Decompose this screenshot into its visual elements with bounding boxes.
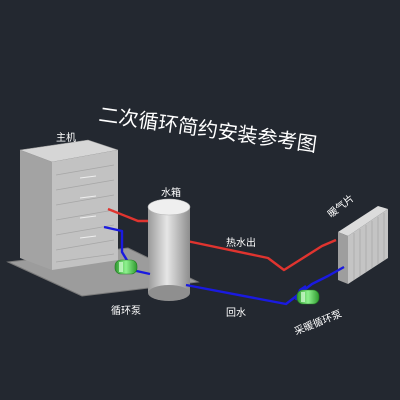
water-tank bbox=[147, 198, 191, 301]
radiator-unit bbox=[338, 206, 388, 284]
heating-circulation-pump bbox=[296, 289, 320, 305]
host-label: 主机 bbox=[56, 131, 76, 144]
hot-water-out-label: 热水出 bbox=[226, 236, 256, 249]
heating-pump-label: 采暖循环泵 bbox=[292, 307, 343, 338]
hot-water-pipe bbox=[107, 207, 337, 272]
circulation-pump bbox=[114, 259, 138, 275]
radiator-label: 暖气片 bbox=[325, 192, 357, 221]
circulation-pump-label: 循环泵 bbox=[111, 304, 141, 317]
host-unit bbox=[19, 139, 119, 270]
return-water-label: 回水 bbox=[226, 307, 246, 319]
tank-label: 水箱 bbox=[161, 186, 181, 199]
diagram-title: 二次循环简约安装参考图 bbox=[97, 102, 318, 156]
